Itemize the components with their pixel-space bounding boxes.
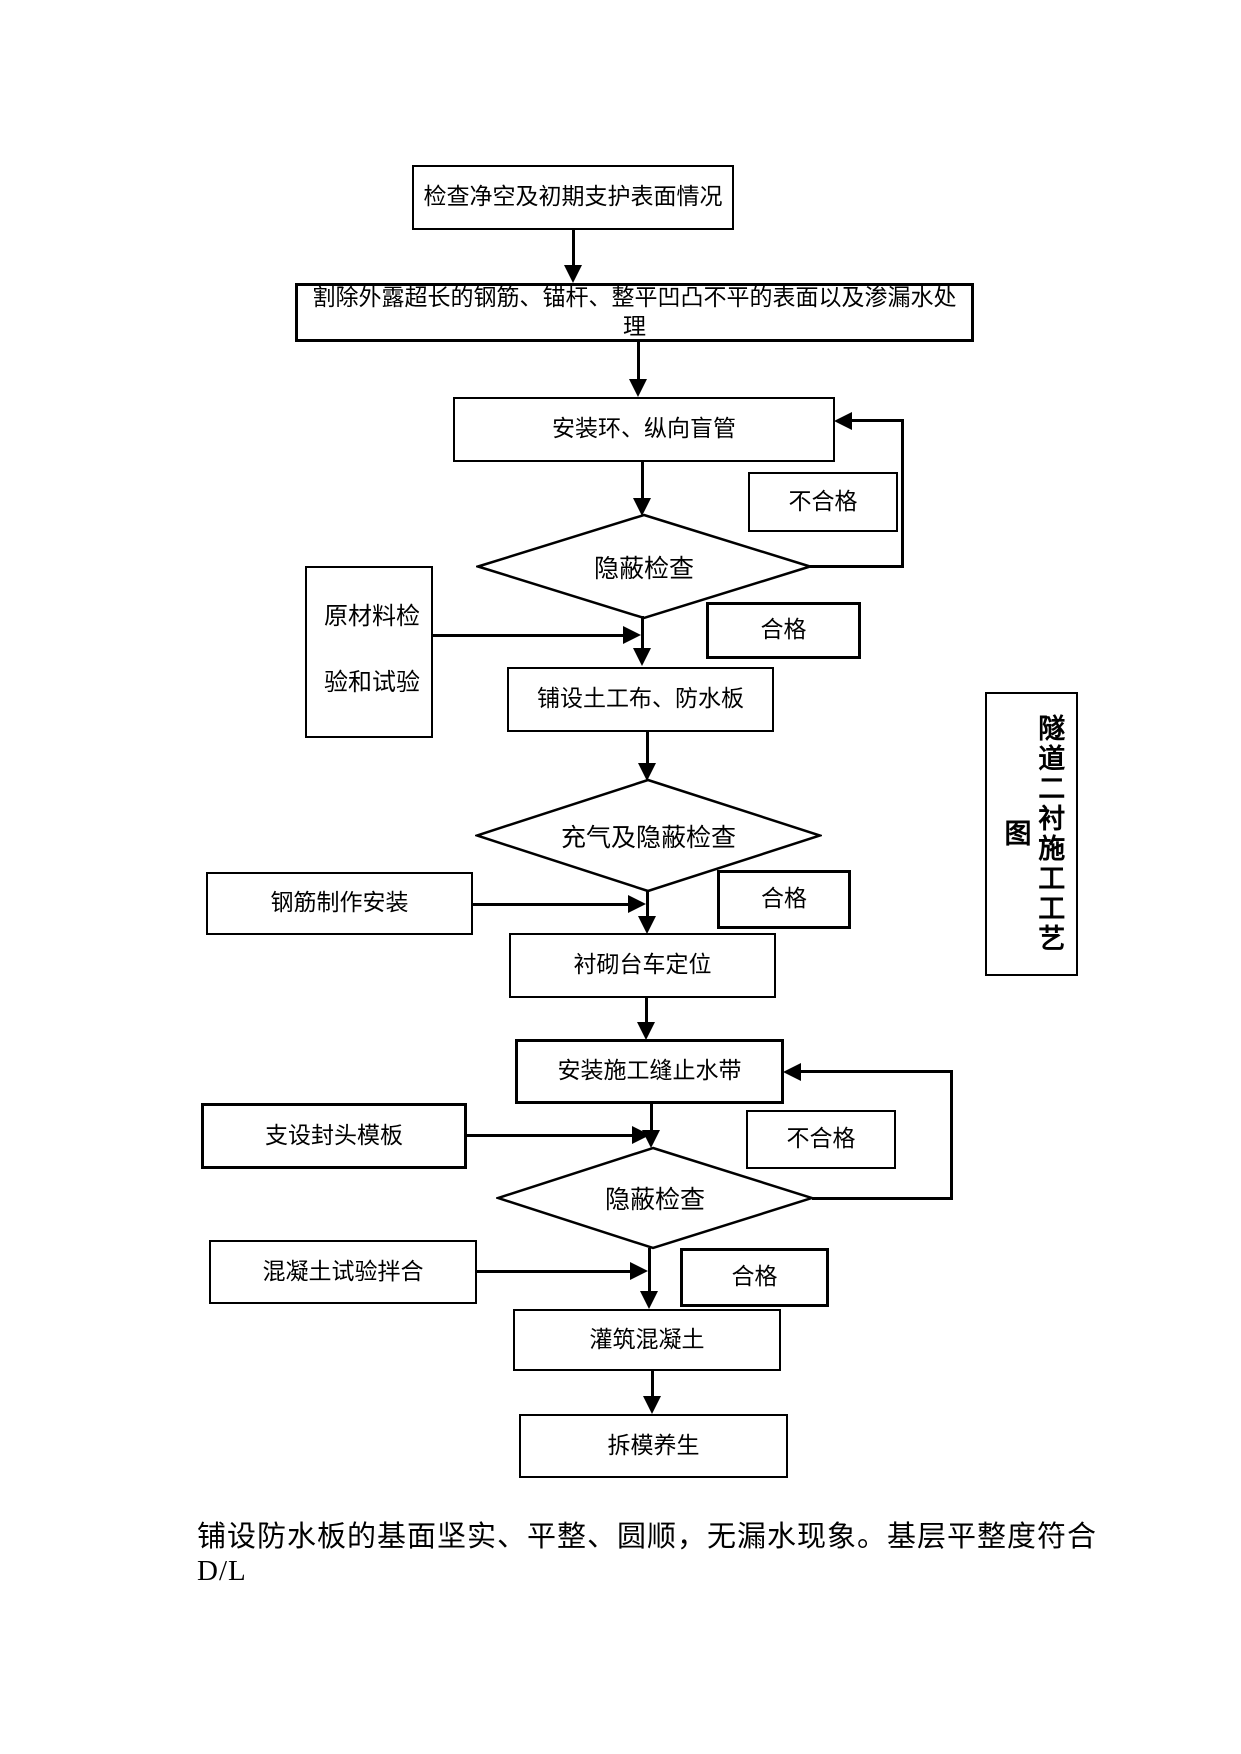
arrow-inflate-to-trolley: [646, 890, 649, 916]
arrowhead-down: [633, 648, 651, 666]
arrowhead-down: [640, 1291, 658, 1309]
diamond-shape: [496, 1146, 814, 1250]
flow-box-qualified-1: 合格: [706, 602, 861, 659]
flow-box-head-formwork: 支设封头模板: [201, 1103, 467, 1169]
flow-box-waterstop-install: 安装施工缝止水带: [515, 1039, 784, 1104]
flow-box-concrete-mixing: 混凝土试验拌合: [209, 1240, 477, 1304]
arrow-check1-to-geotextile: [641, 616, 644, 648]
arrow-material-feed: [432, 634, 623, 637]
arrowhead-down: [643, 1396, 661, 1414]
arrowhead-down: [564, 265, 582, 283]
arrow-check-to-cut: [572, 229, 575, 266]
flow-box-rebar-install: 钢筋制作安装: [206, 872, 473, 935]
flow-box-cut-rebar: 割除外露超长的钢筋、锚杆、整平凹凸不平的表面以及渗漏水处理: [295, 283, 974, 342]
flow-box-unqualified-1: 不合格: [748, 472, 898, 532]
feedback1-bottom-line: [810, 565, 904, 568]
arrow-check2-to-pour: [648, 1248, 651, 1291]
feedback1-vertical-line: [901, 419, 904, 568]
arrowhead-left: [834, 412, 852, 430]
diagram-title-box: 隧道二衬施工工艺图: [985, 692, 1078, 976]
decision-hidden-check-1: 隐蔽检查: [476, 513, 812, 620]
arrowhead-right: [632, 1126, 650, 1144]
feedback2-bottom-line: [812, 1197, 953, 1200]
decision-inflate-hidden-check: 充气及隐蔽检查: [475, 778, 822, 893]
flow-box-qualified-2: 合格: [717, 870, 851, 929]
arrowhead-right: [628, 895, 646, 913]
arrow-pipe-to-check1: [641, 461, 644, 498]
arrowhead-right: [623, 626, 641, 644]
flow-box-install-blind-pipes: 安装环、纵向盲管: [453, 397, 835, 462]
flow-box-lay-geotextile: 铺设土工布、防水板: [507, 667, 774, 732]
flow-box-trolley-position: 衬砌台车定位: [509, 933, 776, 998]
flow-box-unqualified-2: 不合格: [746, 1110, 896, 1169]
feedback2-top-line: [801, 1070, 953, 1073]
flow-box-pour-concrete: 灌筑混凝土: [513, 1309, 781, 1371]
arrowhead-down: [633, 498, 651, 516]
arrow-rebar-feed: [472, 903, 628, 906]
arrow-pour-to-cure: [651, 1370, 654, 1396]
arrow-cut-to-pipe: [637, 341, 640, 379]
arrowhead-down: [629, 379, 647, 397]
arrow-waterstop-to-check2: [650, 1104, 653, 1130]
arrowhead-down: [637, 1022, 655, 1040]
flow-box-raw-material-test: 原材料检验和试验: [305, 566, 433, 738]
decision-label: 充气及隐蔽检查: [560, 824, 736, 852]
arrow-mixing-feed: [476, 1270, 630, 1273]
diamond-shape: [476, 513, 812, 620]
flow-box-qualified-3: 合格: [680, 1248, 829, 1307]
bottom-note: 铺设防水板的基面坚实、平整、圆顺，无漏水现象。基层平整度符合 D/L: [197, 1521, 1098, 1587]
arrowhead-down: [638, 763, 656, 781]
arrow-geotextile-to-inflate: [646, 731, 649, 763]
arrowhead-left: [783, 1063, 801, 1081]
feedback1-top-line: [852, 419, 904, 422]
arrow-trolley-to-waterstop: [645, 998, 648, 1022]
decision-label: 隐蔽检查: [593, 555, 694, 583]
feedback2-vertical-line: [950, 1070, 953, 1200]
decision-label: 隐蔽检查: [604, 1187, 705, 1214]
flow-box-check-surface: 检查净空及初期支护表面情况: [412, 165, 734, 230]
decision-hidden-check-2: 隐蔽检查: [496, 1146, 814, 1250]
arrowhead-right: [630, 1262, 648, 1280]
arrow-headform-feed: [466, 1134, 632, 1137]
arrowhead-down: [638, 916, 656, 934]
flow-box-remove-form-cure: 拆模养生: [519, 1414, 788, 1478]
